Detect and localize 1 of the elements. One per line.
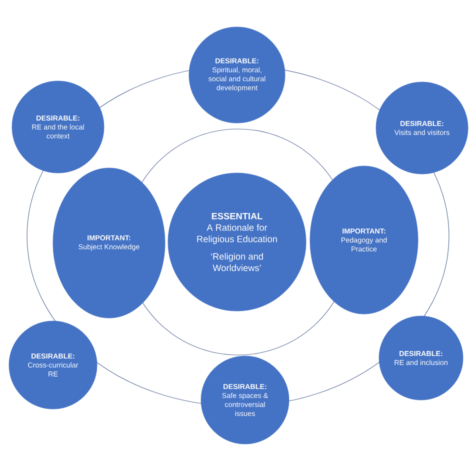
circle-node: ESSENTIAL A Rationale for Religious Education ‘Religion and Worldviews’ <box>168 172 306 312</box>
